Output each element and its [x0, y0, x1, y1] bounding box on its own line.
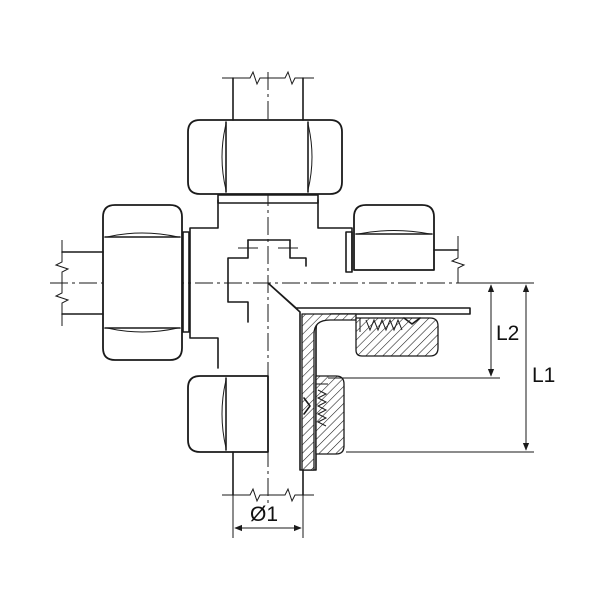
diameter-label: Ø1 — [250, 503, 278, 526]
right-hex-nut — [353, 204, 435, 271]
left-hex-nut — [102, 204, 183, 361]
top-tube — [222, 70, 314, 121]
dimension-length1: L1 — [346, 282, 555, 453]
dimension-length2: L2 — [328, 282, 519, 379]
length1-label: L1 — [532, 364, 555, 387]
dimension-diameter: Ø1 — [232, 470, 304, 538]
length2-label: L2 — [496, 322, 519, 345]
top-hex-nut — [187, 119, 343, 195]
fitting-body — [182, 194, 353, 369]
left-tube — [54, 240, 104, 326]
bottom-hex-nut — [187, 375, 269, 453]
right-tube — [433, 236, 466, 283]
section-view — [267, 282, 471, 471]
